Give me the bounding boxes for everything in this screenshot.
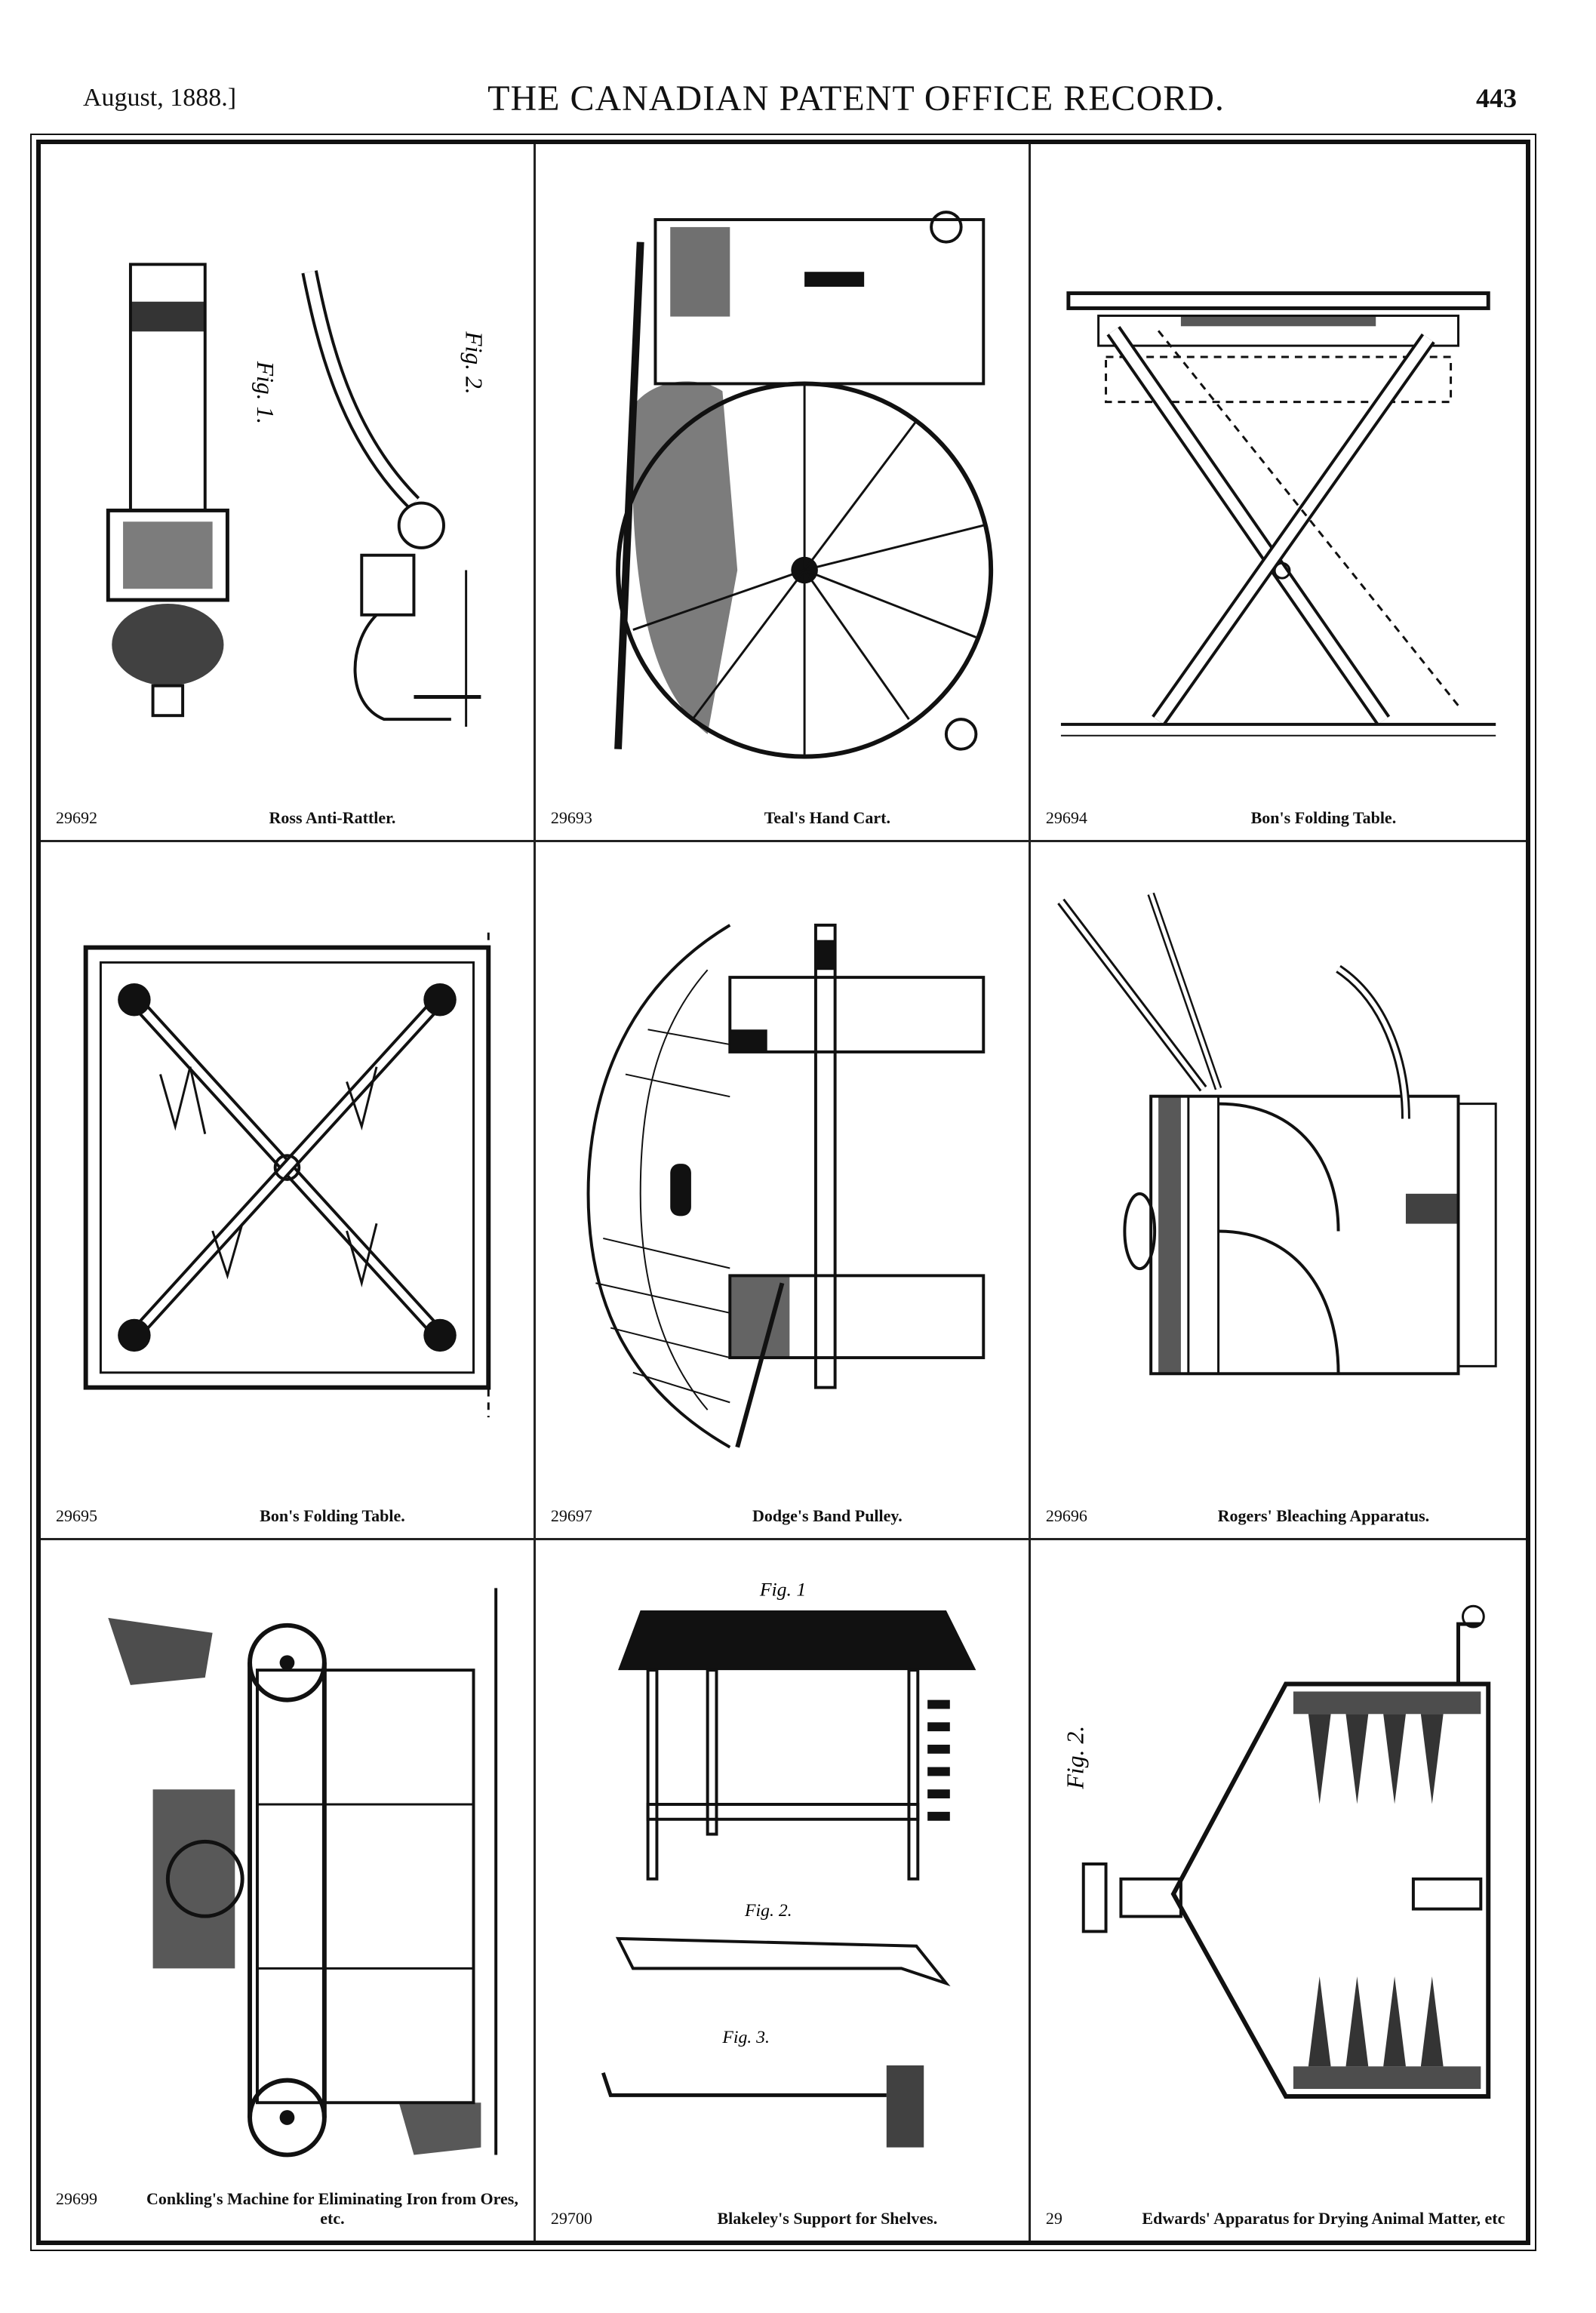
patent-cell-iron-eliminating-machine: 29699 Conkling's Machine for Eliminating… <box>41 1540 536 2241</box>
anti-rattler-fig1-label: Fig. 1. <box>252 361 278 424</box>
patent-cell-folding-table-top: 29695 Bon's Folding Table. <box>41 842 536 1541</box>
patent-number: 29694 <box>1045 808 1087 828</box>
folding-table-side-drawing <box>1053 167 1503 780</box>
caption-anti-rattler: 29692 Ross Anti-Rattler. <box>56 808 518 828</box>
caption-drying-apparatus: 29 Edwards' Apparatus for Drying Animal … <box>1046 2209 1511 2228</box>
patent-cell-bleaching-apparatus: 29696 Rogers' Bleaching Apparatus. <box>1030 842 1526 1541</box>
patent-title: Rogers' Bleaching Apparatus. <box>1217 1506 1430 1526</box>
shelf-support-drawing: Fig. 1 Fig. 2. <box>558 1563 1006 2180</box>
anti-rattler-drawing: Fig. 1. Fig. 2. <box>63 167 511 780</box>
patent-plates-frame: Fig. 1. Fig. 2. 29692 Ross Anti-Rattler. <box>30 134 1536 2251</box>
anti-rattler-fig2-label: Fig. 2. <box>461 331 487 394</box>
patent-cell-shelf-support: Fig. 1 Fig. 2. <box>536 1540 1031 2241</box>
caption-folding-table-side: 29694 Bon's Folding Table. <box>1046 808 1511 828</box>
patent-number: 29695 <box>56 1506 97 1526</box>
drying-apparatus-drawing: Fig. 2. <box>1053 1563 1503 2180</box>
patent-cell-anti-rattler: Fig. 1. Fig. 2. 29692 Ross Anti-Rattler. <box>41 144 536 843</box>
caption-band-pulley: 29697 Dodge's Band Pulley. <box>551 1506 1013 1526</box>
shelf-support-fig2-label: Fig. 2. <box>744 1901 792 1921</box>
publication-title: THE CANADIAN PATENT OFFICE RECORD. <box>487 78 1225 118</box>
caption-folding-table-top: 29695 Bon's Folding Table. <box>56 1506 518 1526</box>
bleaching-apparatus-drawing <box>1053 865 1503 1478</box>
drying-apparatus-fig2-label: Fig. 2. <box>1062 1726 1089 1790</box>
issue-date: August, 1888.] <box>83 84 237 112</box>
patent-cell-hand-cart: 29693 Teal's Hand Cart. <box>535 144 1031 843</box>
patent-title: Blakeley's Support for Shelves. <box>717 2208 938 2228</box>
patent-number: 29697 <box>550 1506 592 1526</box>
caption-hand-cart: 29693 Teal's Hand Cart. <box>551 808 1013 828</box>
page-header: August, 1888.] THE CANADIAN PATENT OFFIC… <box>83 72 1517 125</box>
patent-number: 29699 <box>56 2188 97 2208</box>
patent-number: 29692 <box>56 808 97 828</box>
patent-title: Edwards' Apparatus for Drying Animal Mat… <box>1142 2208 1505 2228</box>
hand-cart-drawing <box>558 167 1006 780</box>
patent-number: 29700 <box>550 2208 592 2228</box>
patent-number: 29696 <box>1045 1506 1087 1526</box>
patent-number: 29693 <box>550 808 592 828</box>
patent-cell-band-pulley: 29697 Dodge's Band Pulley. <box>535 842 1031 1541</box>
page-number: 443 <box>1476 83 1517 113</box>
patent-title: Conkling's Machine for Eliminating Iron … <box>146 2188 518 2228</box>
patent-title: Teal's Hand Cart. <box>764 808 891 828</box>
patent-number: 29 <box>1045 2208 1062 2228</box>
band-pulley-drawing <box>558 865 1006 1478</box>
iron-eliminating-machine-drawing <box>63 1563 511 2180</box>
patent-title: Bon's Folding Table. <box>260 1506 405 1526</box>
shelf-support-fig3-label: Fig. 3. <box>721 2028 770 2047</box>
caption-bleaching-apparatus: 29696 Rogers' Bleaching Apparatus. <box>1046 1506 1511 1526</box>
patent-title: Ross Anti-Rattler. <box>269 808 396 828</box>
caption-shelf-support: 29700 Blakeley's Support for Shelves. <box>551 2209 1013 2228</box>
patent-title: Dodge's Band Pulley. <box>752 1506 903 1526</box>
caption-iron-eliminating-machine: 29699 Conkling's Machine for Eliminating… <box>56 2189 518 2228</box>
patent-cell-folding-table-side: 29694 Bon's Folding Table. <box>1030 144 1526 843</box>
patent-plates-grid: Fig. 1. Fig. 2. 29692 Ross Anti-Rattler. <box>41 144 1526 2241</box>
patent-cell-drying-apparatus: Fig. 2. <box>1031 1540 1526 2241</box>
shelf-support-fig1-label: Fig. 1 <box>759 1578 806 1600</box>
folding-table-top-drawing <box>63 865 511 1478</box>
patent-title: Bon's Folding Table. <box>1250 808 1397 828</box>
